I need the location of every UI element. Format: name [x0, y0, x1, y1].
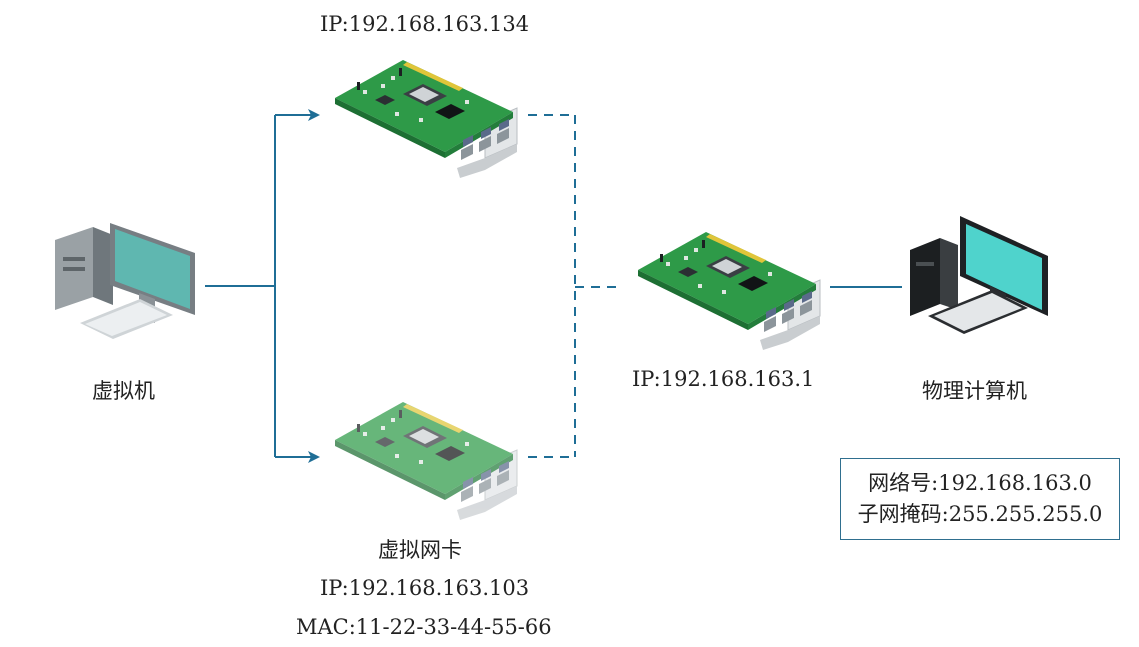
nic-middle-ip: IP:192.168.163.1	[632, 367, 815, 391]
connection-lines	[205, 114, 902, 458]
network-info-box: 网络号:192.168.163.0 子网掩码:255.255.255.0	[840, 458, 1120, 540]
arrow-head-top	[308, 109, 320, 121]
subnet-mask: 子网掩码:255.255.255.0	[857, 502, 1103, 526]
virtual-nic-label: 虚拟网卡	[378, 538, 462, 562]
virtual-machine-label: 虚拟机	[92, 379, 155, 403]
virtual-machine-icon	[55, 223, 195, 339]
physical-computer-label: 物理计算机	[922, 379, 1027, 403]
dashed-bridge	[528, 114, 622, 458]
virtual-nic-ip: IP:192.168.163.103	[320, 576, 530, 600]
nic-top-ip: IP:192.168.163.134	[320, 12, 530, 36]
virtual-nic-mac: MAC:11-22-33-44-55-66	[296, 615, 552, 639]
network-number: 网络号:192.168.163.0	[868, 471, 1092, 495]
physical-computer-icon	[910, 216, 1048, 334]
arrow-head-bottom	[308, 451, 320, 463]
nic-top-icon	[334, 59, 518, 179]
virtual-nic-icon	[334, 401, 518, 521]
nic-middle-icon	[637, 231, 821, 351]
